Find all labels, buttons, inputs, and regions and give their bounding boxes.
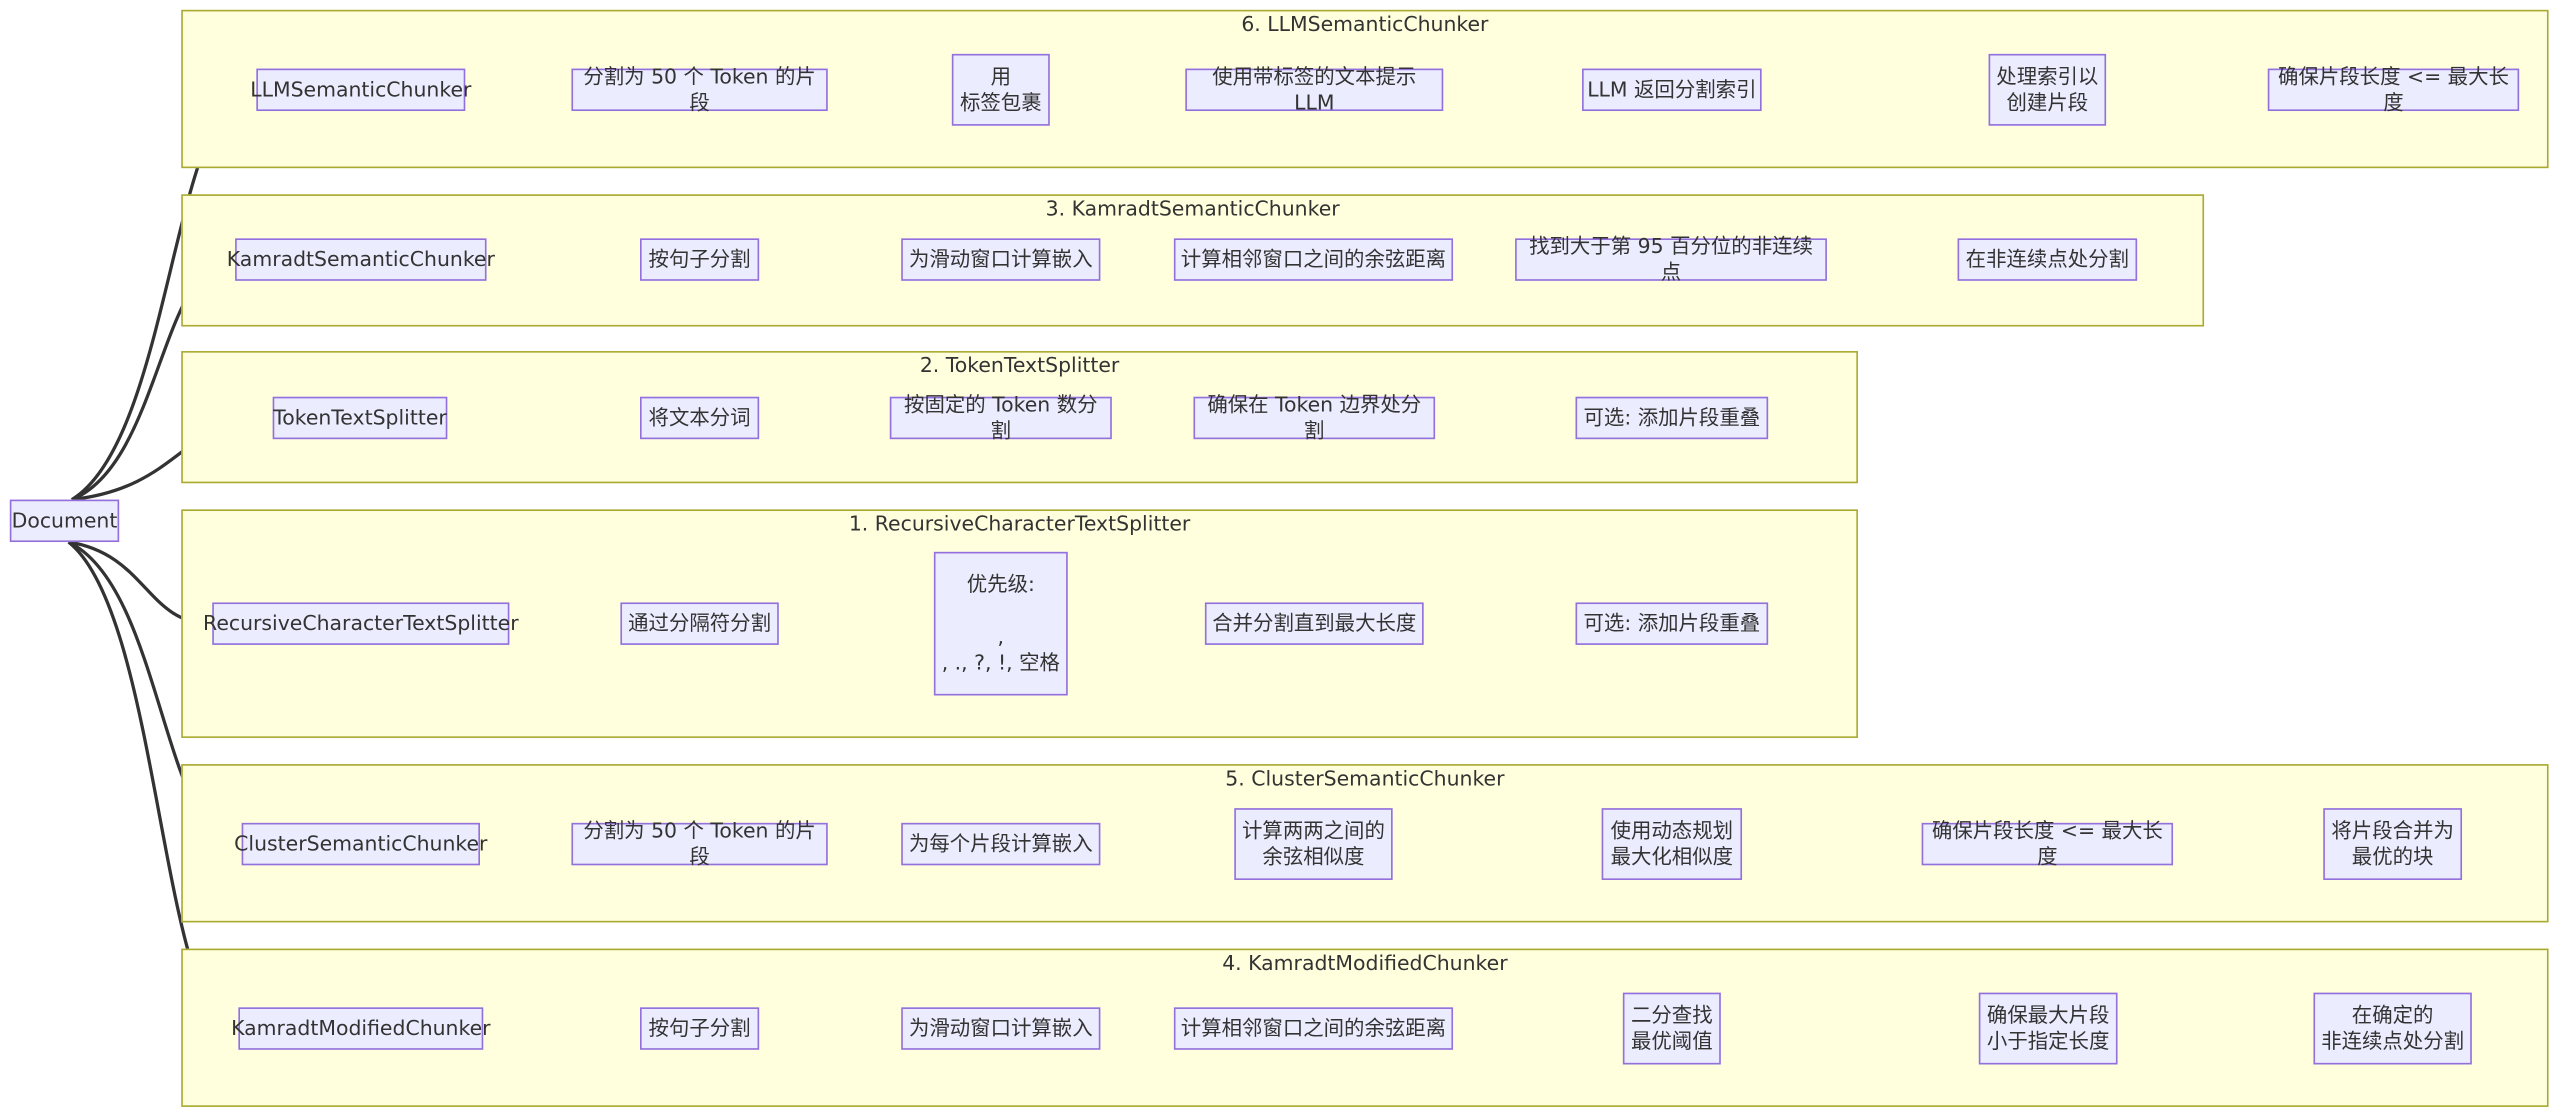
node-llm-5: LLM 返回分割索引 [1582,68,1762,112]
group-title-token: 2. TokenTextSplitter [919,352,1120,378]
node-llm-1: LLMSemanticChunker [250,68,471,112]
node-kamradt-1: KamradtSemanticChunker [227,238,495,281]
node-llm-6: 处理索引以 创建片段 [1988,53,2107,126]
node-kamradt-3: 为滑动窗口计算嵌入 [901,238,1101,281]
node-modified-3: 为滑动窗口计算嵌入 [901,1007,1101,1050]
node-kamradt-6: 在非连续点处分割 [1957,238,2138,281]
node-llm-3: 用 标签包裹 [951,53,1050,126]
node-llm-7: 确保片段长度 <= 最大长度 [2267,64,2520,114]
group-title-kamradt: 3. KamradtSemanticChunker [1045,195,1340,221]
node-kamradt-5: 找到大于第 95 百分位的非连续点 [1515,233,1827,284]
node-token-5: 可选: 添加片段重叠 [1575,396,1769,440]
node-cluster-2: 分割为 50 个 Token 的片段 [571,818,828,869]
node-llm-4: 使用带标签的文本提示 LLM [1185,64,1444,114]
node-modified-4: 计算相邻窗口之间的余弦距离 [1173,1007,1454,1050]
node-cluster-6: 确保片段长度 <= 最大长度 [1921,818,2174,869]
node-recursive-2: 通过分隔符分割 [620,602,779,645]
node-modified-2: 按句子分割 [639,1007,760,1050]
node-kamradt-4: 计算相邻窗口之间的余弦距离 [1173,238,1454,281]
node-cluster-1: ClusterSemanticChunker [234,822,487,866]
node-cluster-4: 计算两两之间的 余弦相似度 [1234,808,1393,880]
node-document: Document [9,499,120,543]
node-cluster-5: 使用动态规划 最大化相似度 [1601,808,1743,880]
group-title-llm: 6. LLMSemanticChunker [1241,11,1489,36]
node-modified-1: KamradtModifiedChunker [231,1007,491,1050]
node-modified-7: 在确定的 非连续点处分割 [2313,992,2472,1065]
node-modified-6: 确保最大片段 小于指定长度 [1978,992,2118,1065]
node-token-4: 确保在 Token 边界处分割 [1193,392,1436,442]
node-recursive-4: 合并分割直到最大长度 [1204,602,1424,645]
node-llm-2: 分割为 50 个 Token 的片段 [571,64,828,114]
node-cluster-3: 为每个片段计算嵌入 [901,822,1101,866]
node-recursive-1: RecursiveCharacterTextSplitter [203,602,519,645]
node-cluster-7: 将片段合并为 最优的块 [2323,808,2463,880]
node-token-2: 将文本分词 [639,396,760,440]
node-modified-5: 二分查找 最优阈值 [1622,992,1721,1065]
node-recursive-5: 可选: 添加片段重叠 [1575,602,1769,645]
group-title-modified: 4. KamradtModifiedChunker [1222,950,1508,975]
group-title-cluster: 5. ClusterSemanticChunker [1225,765,1505,791]
group-title-recursive: 1. RecursiveCharacterTextSplitter [848,511,1191,536]
node-kamradt-2: 按句子分割 [639,238,760,281]
node-token-1: TokenTextSplitter [272,396,448,440]
node-recursive-3: 优先级: , , ., ?, !, 空格 [933,551,1068,696]
node-token-3: 按固定的 Token 数分割 [889,392,1112,442]
